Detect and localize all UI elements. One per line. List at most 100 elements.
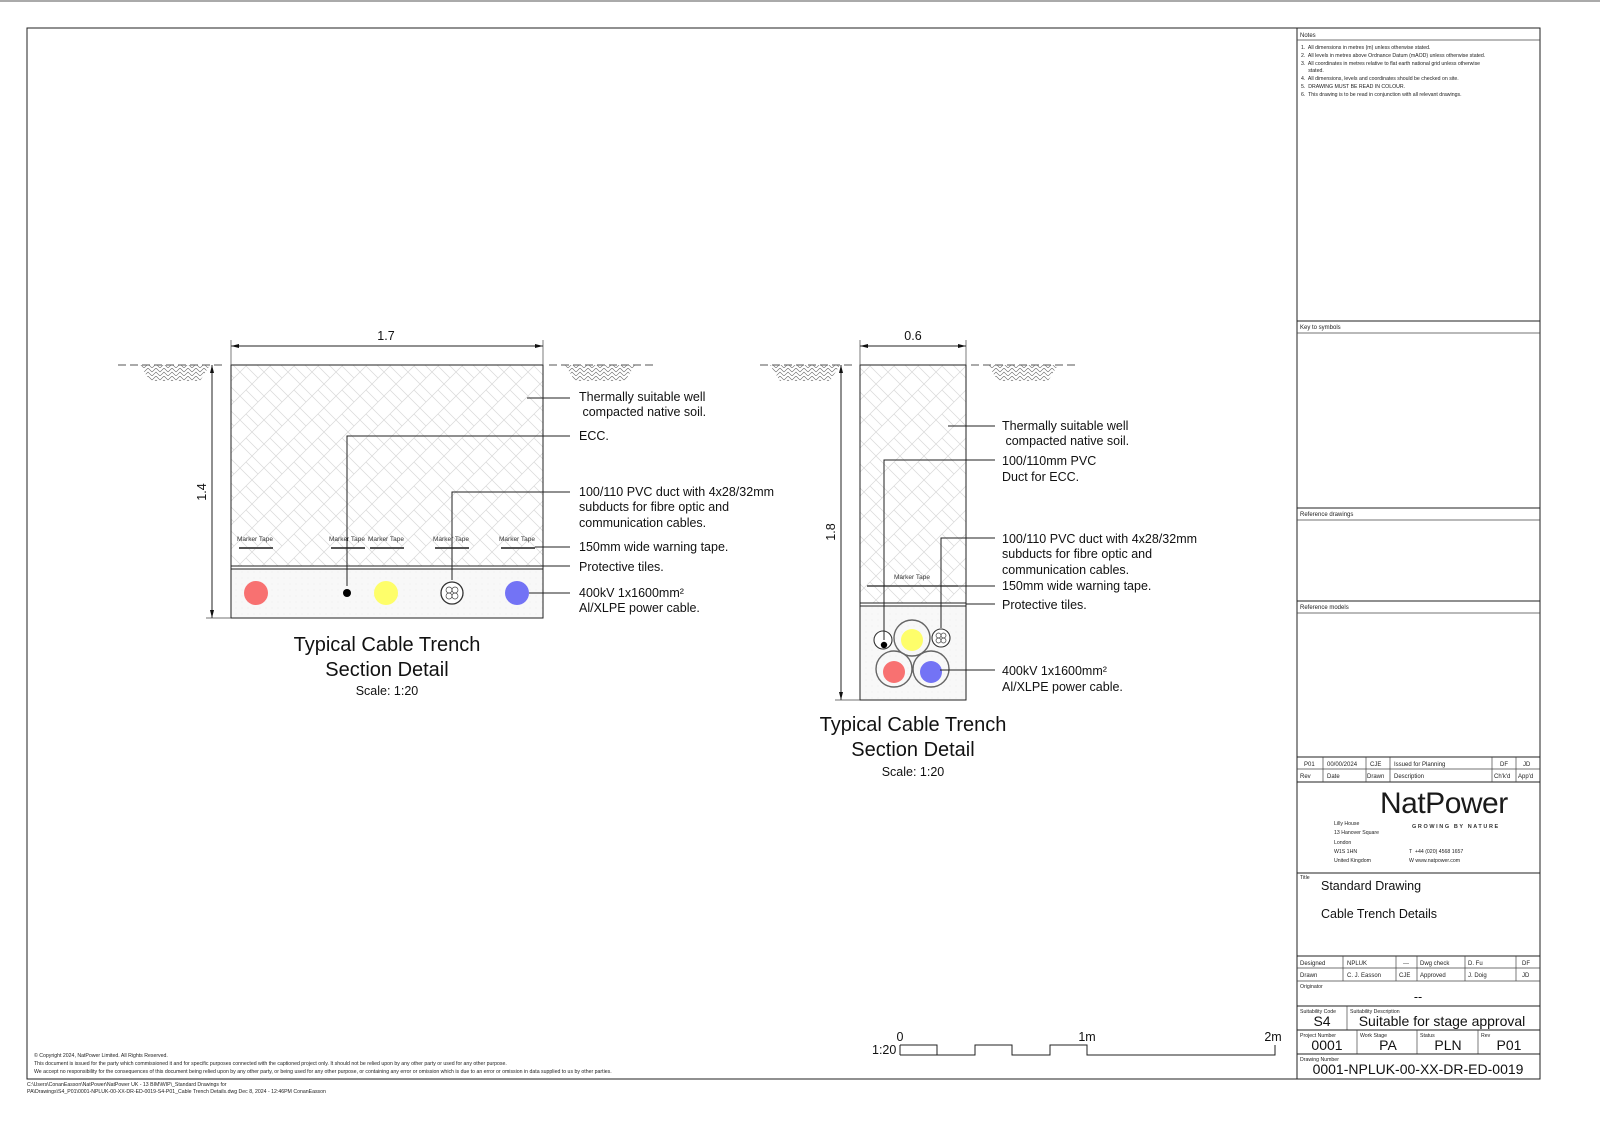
svg-text:Suitability Description: Suitability Description xyxy=(1350,1009,1400,1015)
svg-text:Work Stage: Work Stage xyxy=(1360,1033,1387,1039)
revision-row: P01 00/00/2024 CJE Issued for Planning D… xyxy=(1304,762,1531,768)
power-cable-red xyxy=(244,581,268,605)
duct-label: subducts for fibre optic and xyxy=(1002,547,1152,561)
svg-text:Approved: Approved xyxy=(1420,973,1446,979)
phone: T +44 (020) 4568 1657 xyxy=(1409,849,1463,855)
duct-label: subducts for fibre optic and xyxy=(579,500,729,514)
svg-text:Designed: Designed xyxy=(1300,961,1325,967)
svg-text:Dwg check: Dwg check xyxy=(1420,961,1450,967)
svg-text:6. This drawing is to be read: 6. This drawing is to be read in conjunc… xyxy=(1301,92,1462,98)
people-table: Designed NPLUK --- Dwg check D. Fu DF Dr… xyxy=(1297,955,1540,982)
svg-text:P01: P01 xyxy=(1304,762,1315,768)
svg-text:DF: DF xyxy=(1500,762,1508,768)
tiles-label: Protective tiles. xyxy=(579,560,664,574)
power-cable-blue xyxy=(920,661,942,683)
disclaimer: This document is issued for the party wh… xyxy=(34,1061,507,1067)
address-line: 13 Hanover Square xyxy=(1334,830,1379,836)
reference-drawings: Reference drawings xyxy=(1300,512,1353,518)
ecc-duct xyxy=(873,630,893,650)
svg-text:C. J. Easson: C. J. Easson xyxy=(1347,973,1381,979)
detail-title: Section Detail xyxy=(325,659,448,681)
svg-text:Rev: Rev xyxy=(1481,1033,1491,1039)
title-block: Notes 1. All dimensions in metres (m) un… xyxy=(1296,27,1541,1080)
svg-text:Ch'k'd: Ch'k'd xyxy=(1494,774,1510,780)
scale-ratio: 1:20 xyxy=(872,1043,896,1057)
website: W www.natpower.com xyxy=(1409,858,1460,864)
detail-title: Section Detail xyxy=(851,739,974,761)
duct-label: communication cables. xyxy=(1002,563,1129,577)
width-label: 1.7 xyxy=(377,329,394,343)
soil-hatch xyxy=(565,365,635,381)
marker-tape-label: Marker Tape xyxy=(237,536,273,543)
scale-bar: 1:20 0 1m 2m xyxy=(872,1030,1282,1057)
leader-lines xyxy=(346,397,570,594)
address-line: W1S 1HN xyxy=(1334,849,1357,855)
suitability-code: S4 xyxy=(1313,1013,1330,1029)
backfill-soil xyxy=(231,365,543,566)
marker-tape-label: Marker Tape xyxy=(368,536,404,543)
ecc-duct-label: 100/110mm PVC xyxy=(1002,454,1096,468)
copyright: © Copyright 2024, NatPower Limited. All … xyxy=(34,1052,168,1059)
svg-text:Description: Description xyxy=(1394,774,1424,780)
status: PLN xyxy=(1434,1037,1461,1053)
power-cable-blue xyxy=(505,581,529,605)
originator-label: Originator xyxy=(1300,984,1323,990)
disclaimer: We accept no responsibility for the cons… xyxy=(34,1069,612,1075)
detail-title: Typical Cable Trench xyxy=(294,634,481,656)
svg-text:4. All dimensions, levels and: 4. All dimensions, levels and coordinate… xyxy=(1301,76,1459,82)
tiles-label: Protective tiles. xyxy=(1002,598,1087,612)
logo-tagline: GROWING BY NATURE xyxy=(1412,824,1500,830)
svg-text:CJE: CJE xyxy=(1399,973,1410,979)
cable-label: 400kV 1x1600mm² xyxy=(579,586,684,600)
power-cable-yellow xyxy=(901,629,923,651)
tape-label: 150mm wide warning tape. xyxy=(579,540,728,554)
detail-1-wide-trench: 1.7 1.4 Marker Tape Marker Tape Marker T… xyxy=(118,329,774,698)
svg-text:CJE: CJE xyxy=(1370,762,1381,768)
tape-label: 150mm wide warning tape. xyxy=(1002,579,1151,593)
leader-lines xyxy=(883,425,995,671)
svg-text:2. All levels in metres above: 2. All levels in metres above Ordnance D… xyxy=(1301,53,1485,59)
svg-text:---: --- xyxy=(1403,961,1409,967)
svg-text:stated.: stated. xyxy=(1301,68,1324,74)
cable-bedding xyxy=(860,606,966,700)
revision: P01 xyxy=(1497,1037,1522,1053)
drawing-number: 0001-NPLUK-00-XX-DR-ED-0019 xyxy=(1313,1061,1524,1077)
power-cable-red xyxy=(883,661,905,683)
company-block: NatPower GROWING BY NATURE Lilly House 1… xyxy=(1334,787,1509,864)
svg-text:NPLUK: NPLUK xyxy=(1347,961,1367,967)
title-line-1: Standard Drawing xyxy=(1321,879,1421,893)
address-line: Lilly House xyxy=(1334,821,1359,827)
svg-text:Date: Date xyxy=(1327,774,1340,780)
svg-text:JD: JD xyxy=(1522,973,1530,979)
soil-hatch xyxy=(988,365,1058,381)
notes-list: 1. All dimensions in metres (m) unless o… xyxy=(1301,45,1485,98)
trench-outline xyxy=(859,364,967,701)
work-stage: PA xyxy=(1379,1037,1397,1053)
width-label: 0.6 xyxy=(904,329,921,343)
duct xyxy=(893,619,931,657)
reference-models: Reference models xyxy=(1300,605,1349,611)
title-label: Title xyxy=(1300,875,1310,881)
cable-label: Al/XLPE power cable. xyxy=(579,601,700,615)
duct xyxy=(875,650,913,688)
marker-tapes: Marker Tape Marker Tape Marker Tape Mark… xyxy=(237,536,535,549)
svg-text:Rev: Rev xyxy=(1300,774,1311,780)
duct-label: 100/110 PVC duct with 4x28/32mm xyxy=(1002,532,1197,546)
power-cable-yellow xyxy=(374,581,398,605)
svg-text:Project Number: Project Number xyxy=(1300,1033,1336,1039)
scale-tick: 0 xyxy=(897,1030,904,1044)
project-number: 0001 xyxy=(1311,1037,1342,1053)
comms-duct xyxy=(440,581,464,605)
backfill-soil xyxy=(860,365,966,603)
file-path: PA\Drawings\S4_P01\0001-NPLUK-00-XX-DR-E… xyxy=(27,1089,326,1095)
footer: © Copyright 2024, NatPower Limited. All … xyxy=(27,1052,612,1095)
soil-label: Thermally suitable well xyxy=(579,390,705,404)
ecc-conductor xyxy=(343,589,351,597)
svg-text:Drawing Number: Drawing Number xyxy=(1300,1057,1339,1063)
svg-text:JD: JD xyxy=(1523,762,1531,768)
svg-text:Drawn: Drawn xyxy=(1300,973,1317,979)
ecc-conductor xyxy=(880,641,888,649)
title-line-2: Cable Trench Details xyxy=(1321,907,1437,921)
svg-text:J. Doig: J. Doig xyxy=(1468,973,1487,979)
